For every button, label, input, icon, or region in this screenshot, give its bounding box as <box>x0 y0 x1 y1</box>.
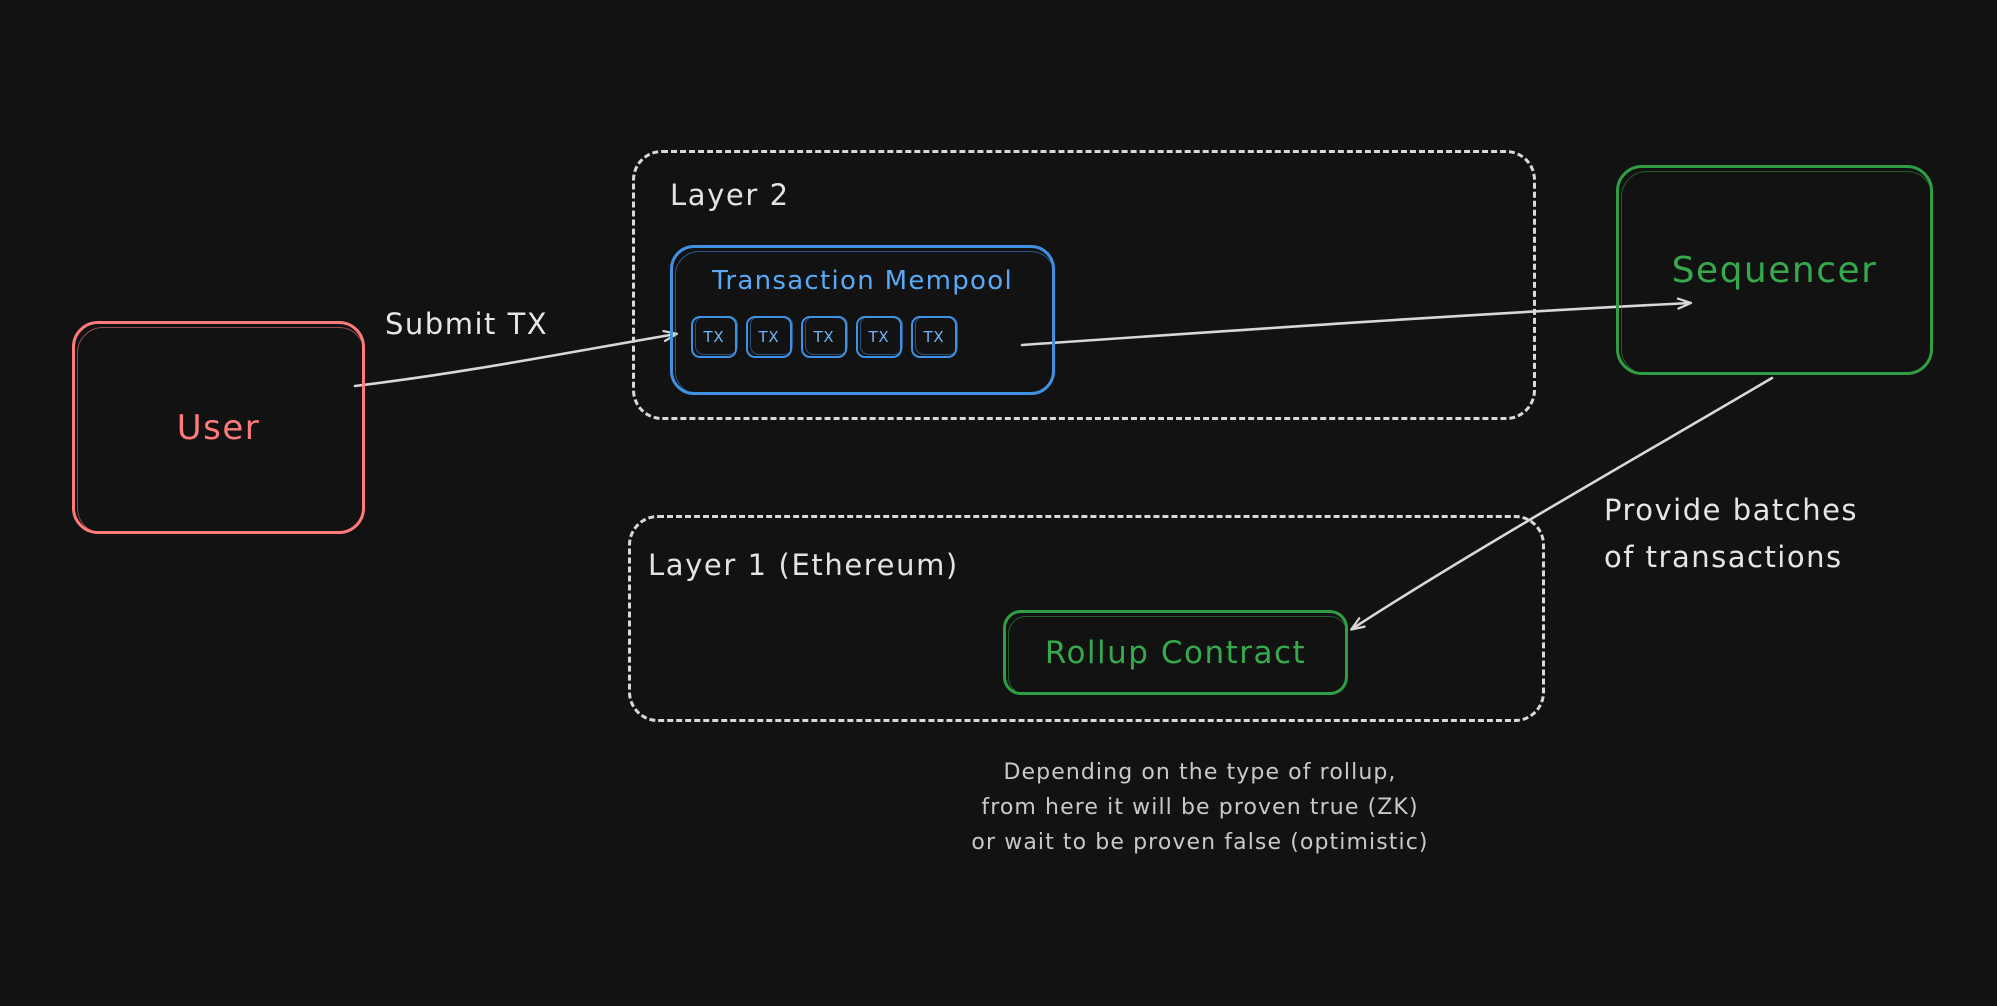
provide-batches-line2: of transactions <box>1604 540 1843 574</box>
provide-batches-edge-label: Provide batches of transactions <box>1604 487 1858 581</box>
user-node[interactable]: User <box>72 321 365 534</box>
footnote-line-3: or wait to be proven false (optimistic) <box>971 830 1429 855</box>
tx-item[interactable]: TX <box>801 316 848 358</box>
rollup-contract-node[interactable]: Rollup Contract <box>1003 610 1348 695</box>
footnote-line-2: from here it will be proven true (ZK) <box>981 795 1419 820</box>
layer1-group <box>628 515 1545 722</box>
footnote: Depending on the type of rollup, from he… <box>900 755 1500 860</box>
sequencer-node-label: Sequencer <box>1671 249 1878 291</box>
layer2-group <box>632 150 1536 420</box>
tx-list: TX TX TX TX TX <box>691 316 958 358</box>
arrow-user-to-mempool <box>353 334 676 388</box>
mempool-node[interactable]: Transaction Mempool TX TX TX TX TX <box>670 245 1055 395</box>
submit-tx-edge-label: Submit TX <box>385 307 549 341</box>
tx-item[interactable]: TX <box>691 316 738 358</box>
layer2-title: Layer 2 <box>670 178 790 212</box>
rollup-contract-label: Rollup Contract <box>1044 634 1307 671</box>
tx-item[interactable]: TX <box>856 316 903 358</box>
tx-item[interactable]: TX <box>746 316 793 358</box>
tx-item[interactable]: TX <box>911 316 958 358</box>
sequencer-node[interactable]: Sequencer <box>1616 165 1933 375</box>
user-node-label: User <box>176 407 261 448</box>
layer1-title: Layer 1 (Ethereum) <box>648 548 959 582</box>
mempool-title: Transaction Mempool <box>711 266 1013 296</box>
provide-batches-line1: Provide batches <box>1604 493 1859 527</box>
footnote-line-1: Depending on the type of rollup, <box>1003 760 1397 785</box>
